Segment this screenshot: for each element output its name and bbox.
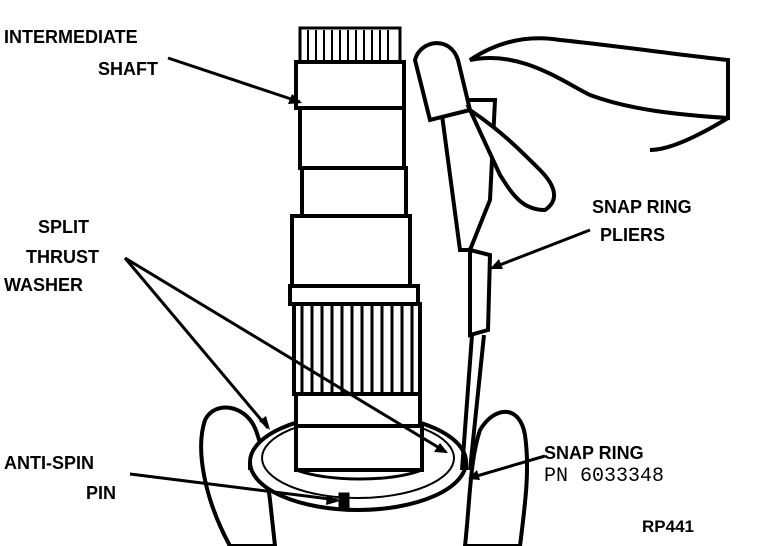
leader-lines [123,56,591,502]
label-split-thrust-washer-line1: SPLIT [38,217,90,237]
figure-code: RP441 [642,517,694,536]
label-snap-ring-pliers-line1: SNAP RING [592,197,692,217]
hand-left [199,405,530,546]
label-split-thrust-washer-line2: THRUST [26,247,99,267]
label-snap-ring: SNAP RING [544,443,644,463]
label-snap-ring-pliers-line2: PLIERS [600,225,666,245]
label-intermediate-shaft-line1: INTERMEDIATE [4,27,138,47]
label-anti-spin-pin-line1: ANTI-SPIN [4,453,94,473]
snap-ring-pliers-drawing [437,98,498,471]
leader-arrowheads [259,94,503,505]
label-intermediate-shaft-line2: SHAFT [98,59,158,79]
anti-spin-pin-mark [338,492,350,510]
label-part-number: PN 6033348 [544,465,665,488]
label-anti-spin-pin-line2: PIN [86,483,117,503]
intermediate-shaft [288,26,424,481]
hand-right [412,36,730,213]
label-split-thrust-washer-line3: WASHER [4,275,84,295]
